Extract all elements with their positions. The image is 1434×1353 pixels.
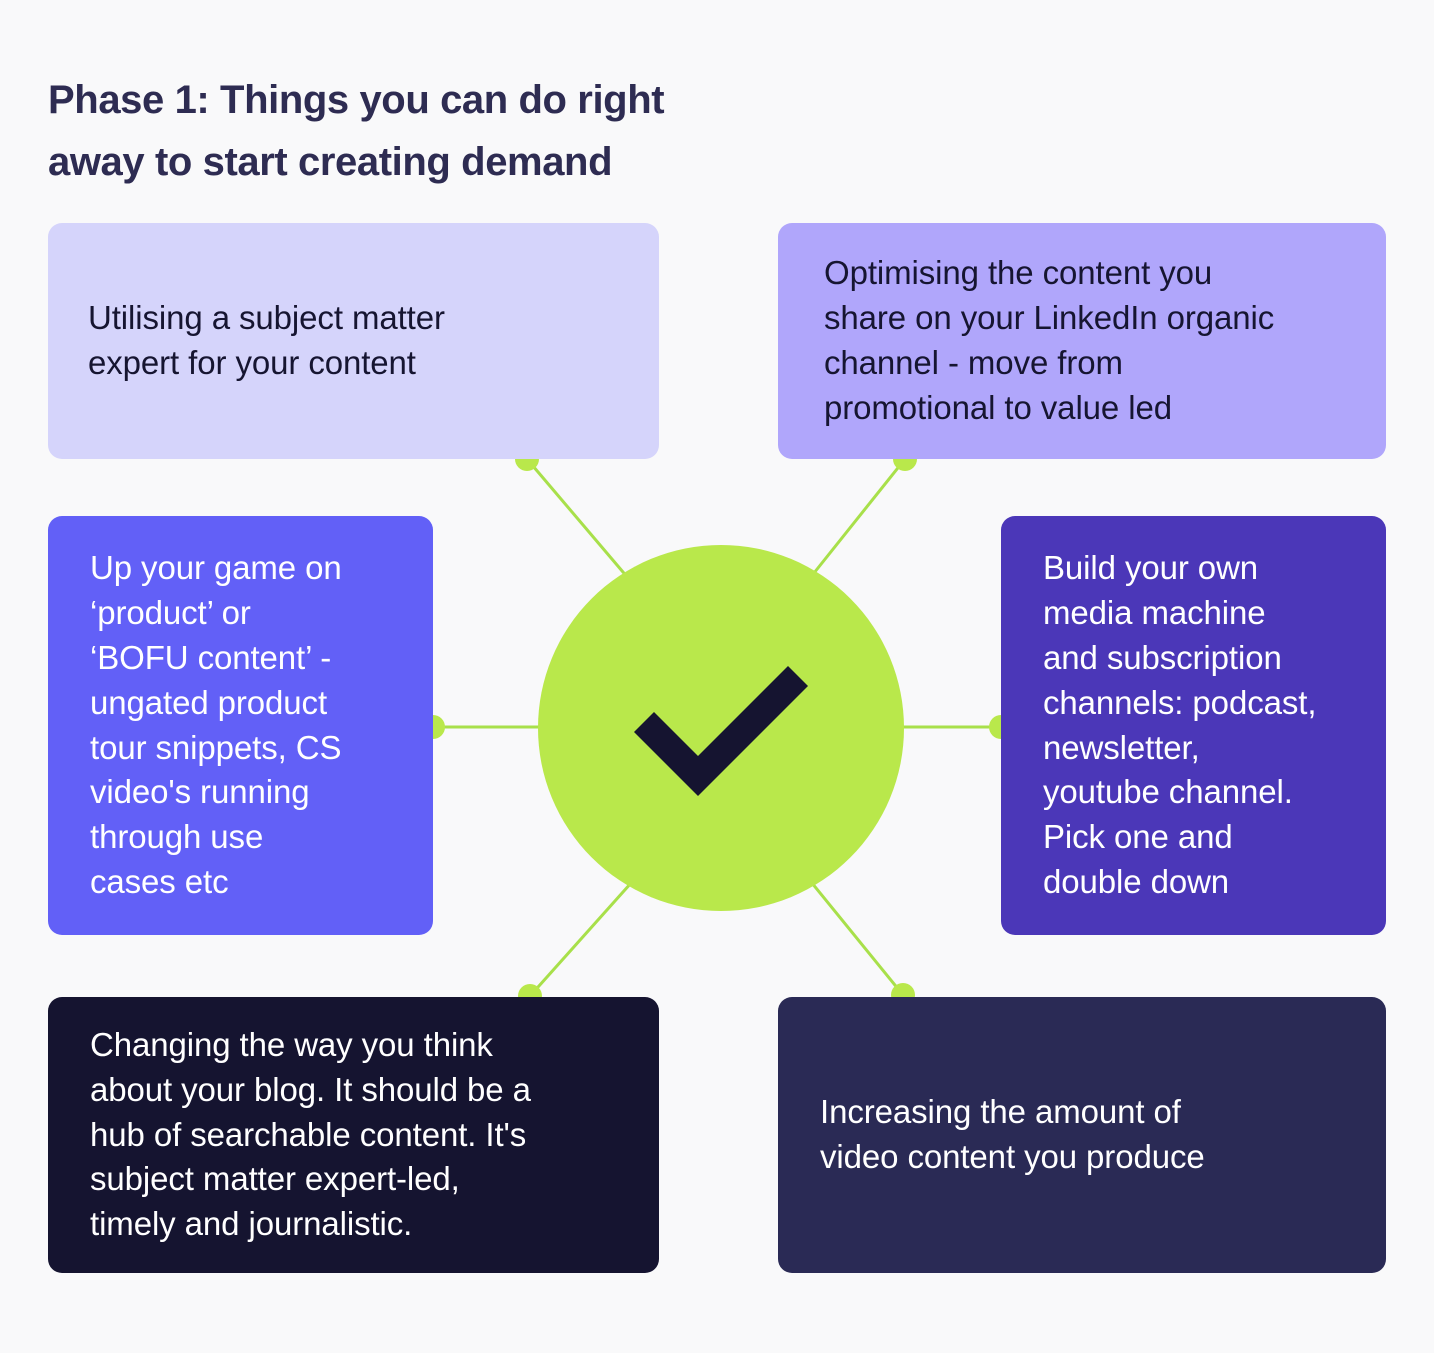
- card-bofu-content[interactable]: Up your game on ‘product’ or ‘BOFU conte…: [48, 516, 433, 935]
- checkmark-icon: [626, 653, 816, 803]
- card-subject-matter-expert[interactable]: Utilising a subject matter expert for yo…: [48, 223, 659, 459]
- card-text: Optimising the content you share on your…: [824, 254, 1275, 426]
- card-blog-hub[interactable]: Changing the way you think about your bl…: [48, 997, 659, 1273]
- card-text: Increasing the amount of video content y…: [820, 1093, 1205, 1175]
- connector-line-linkedin: [804, 458, 907, 584]
- connector-line-sme: [525, 458, 636, 586]
- page-title: Phase 1: Things you can do right away to…: [48, 77, 665, 184]
- card-text: Changing the way you think about your bl…: [90, 1025, 531, 1243]
- card-text: Build your own media machine and subscri…: [1043, 549, 1317, 901]
- card-text: Up your game on ‘product’ or ‘BOFU conte…: [90, 549, 342, 901]
- card-media-machine[interactable]: Build your own media machine and subscri…: [1001, 516, 1386, 935]
- card-video-content[interactable]: Increasing the amount of video content y…: [778, 997, 1386, 1273]
- card-linkedin-organic[interactable]: Optimising the content you share on your…: [778, 223, 1386, 459]
- connector-line-video: [801, 871, 905, 996]
- card-text: Utilising a subject matter expert for yo…: [88, 299, 445, 381]
- center-hub-circle: [538, 545, 904, 911]
- connector-line-blog: [528, 872, 642, 997]
